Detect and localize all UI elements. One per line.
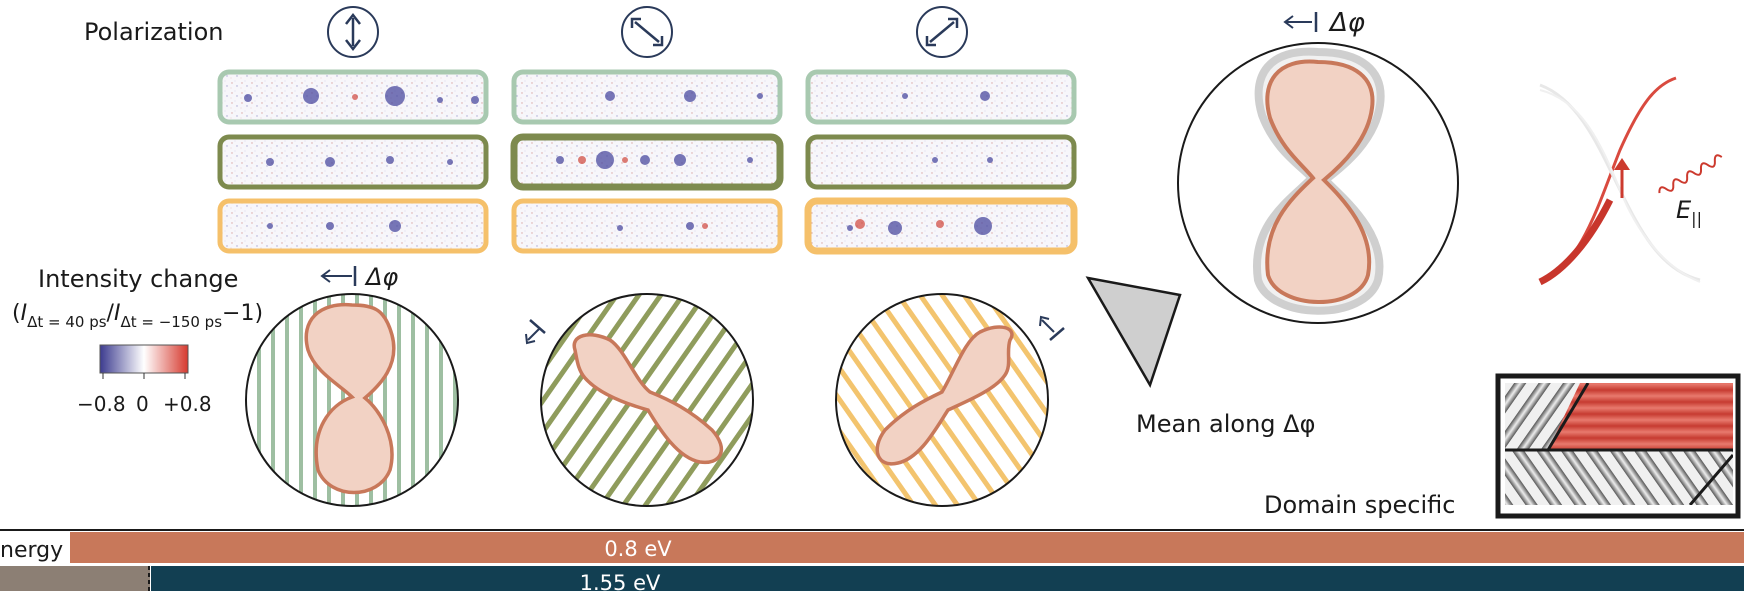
rotation-arrow-left-icon bbox=[525, 319, 546, 345]
intensity-map-grid bbox=[217, 69, 1078, 255]
intensity-map-panel bbox=[217, 198, 489, 254]
intensity-map-panel bbox=[805, 69, 1077, 125]
rotation-direction-icon-large bbox=[1283, 12, 1318, 32]
polarization-diagonal-up-icon bbox=[916, 6, 968, 58]
energy-bar-grey bbox=[0, 566, 150, 591]
polar-plot-vertical bbox=[245, 293, 459, 507]
domain-specific-label: Domain specific bbox=[1264, 491, 1455, 519]
polarization-label: Polarization bbox=[84, 18, 224, 46]
e-parallel-label: E|| bbox=[1676, 196, 1702, 228]
intensity-map-panel bbox=[511, 69, 783, 125]
delta-phi-label: Δφ bbox=[364, 263, 398, 291]
intensity-map-panel bbox=[511, 198, 783, 254]
energy-row-label: nergy bbox=[0, 538, 63, 563]
intensity-map-panel bbox=[217, 134, 489, 190]
intensity-change-label: Intensity change bbox=[38, 265, 238, 293]
colorbar-max-label: +0.8 bbox=[163, 392, 212, 416]
colorbar-mid-label: 0 bbox=[136, 392, 149, 416]
delta-phi-label-large: Δφ bbox=[1328, 8, 1365, 38]
rotation-arrow-up-icon bbox=[1039, 315, 1065, 341]
colorbar bbox=[99, 344, 189, 374]
band-diagram bbox=[1538, 76, 1723, 286]
mean-triangle-icon bbox=[1085, 276, 1182, 389]
polar-plot-diagonal-up bbox=[835, 293, 1049, 507]
mean-along-label: Mean along Δφ bbox=[1136, 410, 1315, 438]
polar-plot-mean bbox=[1177, 42, 1459, 324]
domain-illustration bbox=[1495, 373, 1741, 519]
intensity-formula: (IΔt = 40 ps/IΔt = −150 ps−1) bbox=[12, 301, 263, 331]
polarization-vertical-icon bbox=[327, 6, 379, 58]
energy-bar-1.55ev bbox=[151, 566, 1744, 591]
colorbar-min-label: −0.8 bbox=[77, 392, 126, 416]
intensity-map-panel bbox=[805, 134, 1077, 190]
polarization-diagonal-down-icon bbox=[621, 6, 673, 58]
energy-bar-0.8ev bbox=[70, 532, 1744, 563]
light-wave-icon bbox=[1658, 154, 1723, 194]
polar-plot-diagonal-down bbox=[540, 293, 754, 507]
rotation-direction-icon bbox=[320, 266, 357, 286]
energy-bar-bottom-value: 1.55 eV bbox=[580, 571, 661, 591]
energy-bar-top-value: 0.8 eV bbox=[604, 537, 672, 561]
